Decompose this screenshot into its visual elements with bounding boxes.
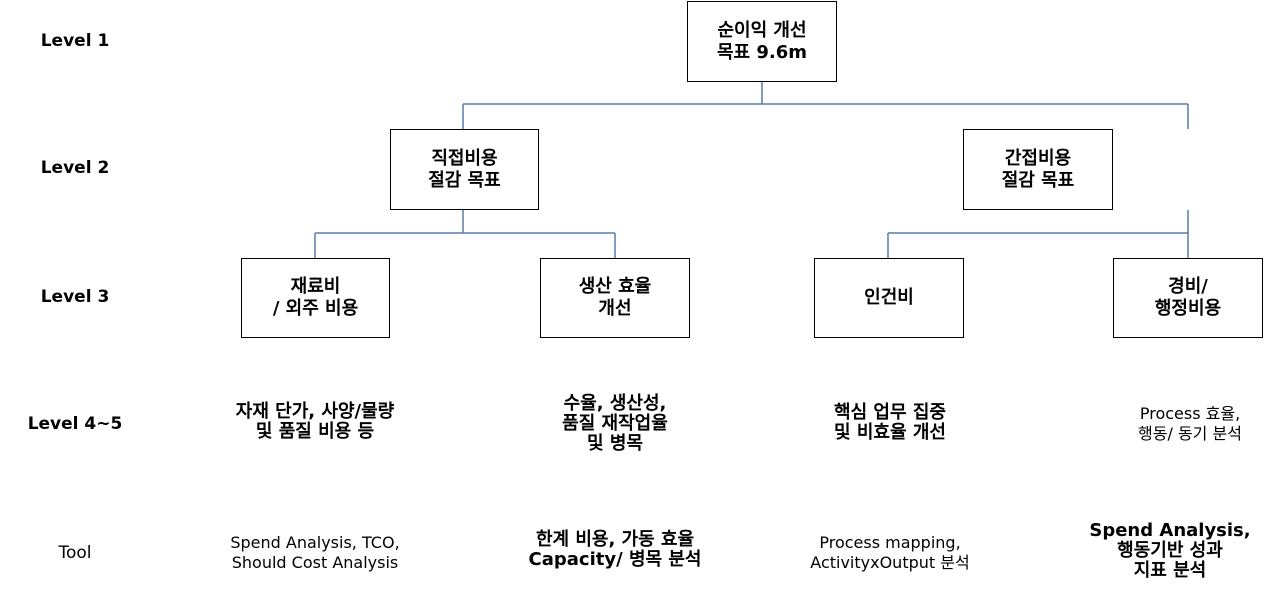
tool-label: Tool	[58, 543, 92, 563]
level-45-label: Level 4~5	[27, 414, 123, 434]
node-expense: 경비/ 행정비용	[1113, 258, 1263, 338]
node-direct-cost: 직접비용 절감 목표	[390, 129, 539, 210]
level45-expense: Process 효율, 행동/ 동기 분석	[1138, 404, 1242, 443]
node-root: 순이익 개선 목표 9.6m	[687, 1, 837, 82]
tool-labor: Process mapping, ActivityxOutput 분석	[810, 533, 970, 572]
node-material-cost: 재료비 / 외주 비용	[241, 258, 390, 338]
tool-production: 한계 비용, 가동 효율 Capacity/ 병목 분석	[528, 529, 702, 570]
level45-production: 수율, 생산성, 품질 재작업율 및 병목	[562, 393, 668, 454]
node-labor-cost: 인건비	[814, 258, 964, 338]
level-2-label: Level 2	[40, 158, 110, 178]
tool-expense: Spend Analysis, 행동기반 성과 지표 분석	[1089, 520, 1251, 581]
level-1-label: Level 1	[40, 31, 110, 51]
node-production-efficiency: 생산 효율 개선	[540, 258, 690, 338]
level45-material: 자재 단가, 사양/물량 및 품질 비용 등	[235, 401, 395, 442]
level-3-label: Level 3	[40, 287, 110, 307]
tool-material: Spend Analysis, TCO, Should Cost Analysi…	[230, 533, 400, 572]
node-indirect-cost: 간접비용 절감 목표	[963, 129, 1113, 210]
level45-labor: 핵심 업무 집중 및 비효율 개선	[834, 402, 946, 443]
